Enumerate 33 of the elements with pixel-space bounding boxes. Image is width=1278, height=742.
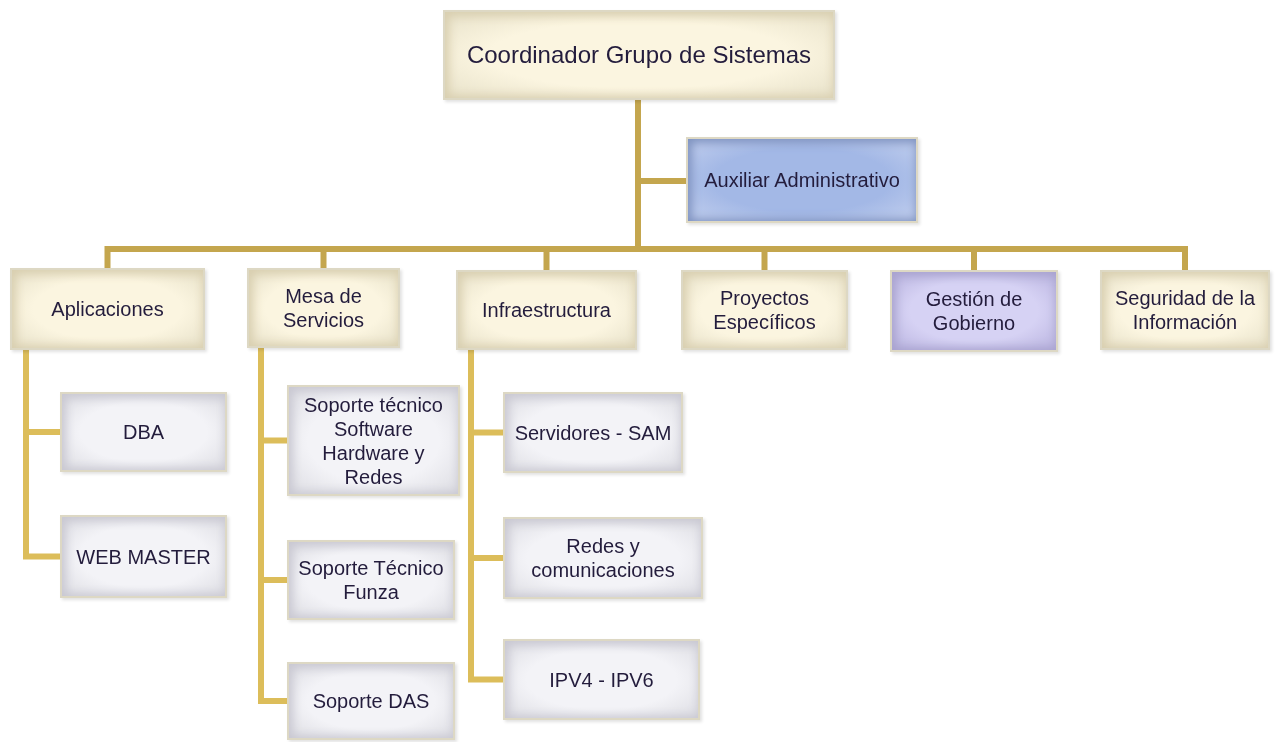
- org-box: [456, 270, 637, 350]
- box-label: Proyectos Específicos: [712, 286, 817, 334]
- box-label: DBA: [122, 420, 165, 444]
- box-label: Soporte DAS: [312, 689, 430, 713]
- box-label: IPV4 - IPV6: [549, 667, 654, 692]
- box-label: Servidores - SAM: [514, 420, 672, 445]
- org-box: [890, 270, 1058, 352]
- box-label: Infraestructura: [482, 298, 611, 322]
- box-label: Gestión de Gobierno: [924, 287, 1024, 335]
- org-box: [503, 392, 683, 473]
- org-box: [287, 385, 460, 496]
- box-label: Mesa de Servicios: [281, 284, 366, 332]
- org-box: [1100, 270, 1270, 350]
- box-label: WEB MASTER: [76, 544, 211, 569]
- box-label: Coordinador Grupo de Sistemas: [466, 41, 812, 69]
- org-box: [287, 662, 455, 740]
- box-label: Soporte Técnico Funza: [297, 556, 445, 604]
- org-box: [686, 137, 918, 223]
- org-box: [60, 392, 227, 472]
- org-box: [60, 515, 227, 598]
- box-label: Soporte técnico Software Hardware y Redes: [303, 392, 444, 489]
- box-label: Aplicaciones: [51, 297, 164, 321]
- org-box: [247, 268, 400, 348]
- org-box: [503, 517, 703, 599]
- org-box: [443, 10, 835, 100]
- box-label: Seguridad de la Información: [1113, 286, 1257, 334]
- org-box: [681, 270, 848, 350]
- org-box: [10, 268, 205, 350]
- box-label: Auxiliar Administrativo: [704, 168, 900, 192]
- box-label: Redes y comunicaciones: [530, 534, 676, 582]
- org-box: [287, 540, 455, 620]
- org-box: [503, 639, 700, 720]
- connector-line: [258, 348, 287, 704]
